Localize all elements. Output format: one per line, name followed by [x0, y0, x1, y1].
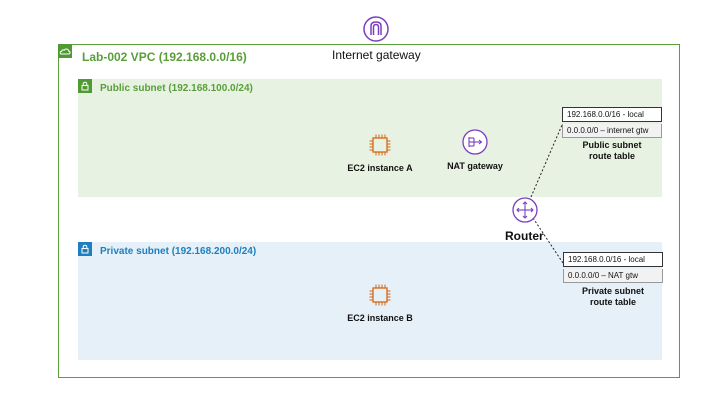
- router-label: Router: [505, 229, 544, 243]
- ec2-instance-a-label: EC2 instance A: [347, 163, 413, 173]
- private-route-table-row-nat: 0.0.0.0/0 – NAT gtw: [563, 269, 663, 283]
- vpc-container: [58, 44, 680, 378]
- cloud-icon: [58, 44, 72, 58]
- router-icon: [512, 197, 538, 223]
- vpc-title: Lab-002 VPC (192.168.0.0/16): [82, 50, 247, 64]
- private-route-table-row-local: 192.168.0.0/16 - local: [563, 252, 663, 267]
- private-subnet-title: Private subnet (192.168.200.0/24): [100, 246, 257, 257]
- public-route-table-title-line2: route table: [588, 151, 635, 161]
- public-route-table-row-local: 192.168.0.0/16 - local: [562, 107, 662, 122]
- public-subnet: [78, 79, 662, 197]
- ec2-instance-b-icon: [368, 283, 392, 307]
- nat-gateway-icon: [462, 129, 488, 155]
- public-subnet-title: Public subnet (192.168.100.0/24): [100, 83, 253, 94]
- ec2-instance-a-icon: [368, 133, 392, 157]
- private-route-table-title-line1: Private subnet: [581, 286, 645, 296]
- private-route-table-title-line2: route table: [589, 297, 636, 307]
- lock-icon: [78, 79, 92, 93]
- nat-gateway-label: NAT gateway: [447, 161, 503, 171]
- public-route-table-row-internet: 0.0.0.0/0 – internet gtw: [562, 124, 662, 138]
- public-route-table-title-line1: Public subnet: [582, 140, 642, 150]
- ec2-instance-b-label: EC2 instance B: [347, 313, 413, 323]
- internet-gateway-label: Internet gateway: [332, 48, 421, 62]
- internet-gateway-icon: [363, 16, 389, 42]
- lock-icon: [78, 242, 92, 256]
